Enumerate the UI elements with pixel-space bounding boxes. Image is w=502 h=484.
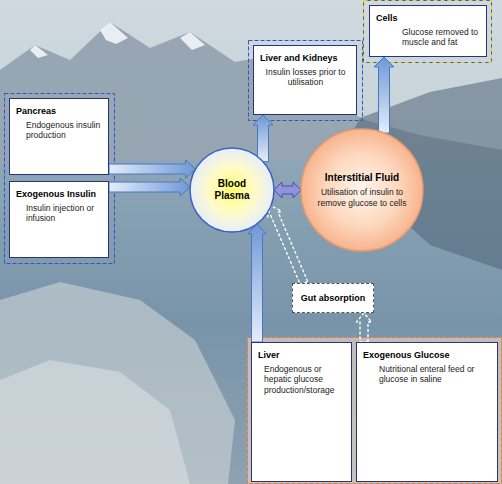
node-content: Exogenous InsulinInsulin injection or in… [16,189,103,224]
group-frame [364,1,492,63]
circle-shape [301,129,423,251]
node-heading: Blood Plasma [204,178,260,202]
group-frame [249,41,363,121]
node-description: Nutritional enteral feed or glucose in s… [379,364,492,385]
node-content: Liver and KidneysInsulin losses prior to… [260,53,351,88]
absorption-box: Gut absorption [292,283,374,313]
node-heading: Exogenous Glucose [363,350,492,361]
node-content: PancreasEndogenous insulin production [16,106,103,141]
node-description: Insulin injection or infusion [26,203,103,224]
node-heading: Gut absorption [301,293,366,304]
node-heading: Liver [258,350,346,361]
process-box: Exogenous InsulinInsulin injection or in… [9,181,109,258]
node-heading: Liver and Kidneys [260,53,351,64]
node-content: Blood Plasma [189,147,275,233]
node-description: Endogenous or hepatic glucose production… [264,364,346,396]
process-box: PancreasEndogenous insulin production [9,98,109,175]
compartment-circle: Interstitial FluidUtilisation of insulin… [300,128,424,252]
compartment-circle: Blood Plasma [189,147,275,233]
flow-arrow [274,182,301,198]
node-heading: Pancreas [16,106,103,117]
process-box: Exogenous GlucoseNutritional enteral fee… [356,342,498,482]
process-box: LiverEndogenous or hepatic glucose produ… [251,342,352,482]
rocky-shore [0,360,190,484]
group-frame [248,338,502,484]
group-frame [5,94,115,264]
flow-arrow [374,57,394,133]
dashed-flow-arrow [357,313,372,342]
node-description: Endogenous insulin production [26,120,103,141]
node-heading: Exogenous Insulin [16,189,103,200]
node-heading: Interstitial Fluid [325,172,399,184]
process-box: Liver and KidneysInsulin losses prior to… [253,45,357,115]
group-frame [364,1,492,63]
snow-patch [30,45,48,58]
flow-arrow [109,178,190,196]
snow-patch [180,32,205,50]
snow-patch [100,22,128,44]
node-description: Insulin losses prior to utilisation [260,67,351,88]
node-content: Interstitial FluidUtilisation of insulin… [300,128,424,252]
flow-arrow [109,160,196,178]
node-content: LiverEndogenous or hepatic glucose produ… [258,350,346,396]
node-content: Gut absorption [301,293,366,304]
node-content: Exogenous GlucoseNutritional enteral fee… [363,350,492,385]
rocky-shore [0,282,235,484]
flow-arrow [248,224,266,342]
circle-shape [190,148,274,232]
node-content: CellsGlucose removed to muscle and fat [376,13,481,48]
dashed-flow-arrow [268,206,308,285]
node-description: Utilisation of insulin to remove glucose… [313,187,411,208]
process-box: CellsGlucose removed to muscle and fat [369,5,487,57]
node-heading: Cells [376,13,481,24]
node-description: Glucose removed to muscle and fat [402,27,481,48]
